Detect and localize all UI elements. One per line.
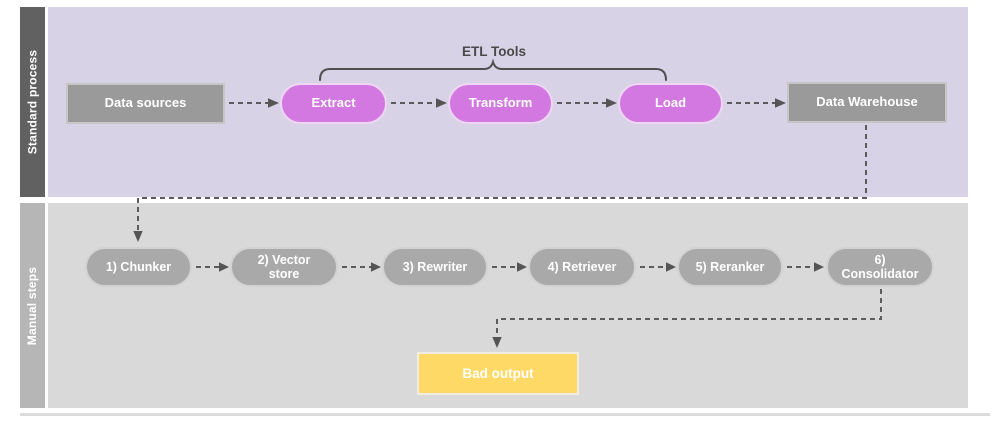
node-load: Load (618, 83, 723, 124)
node-extract-label: Extract (311, 95, 356, 111)
node-data-sources: Data sources (66, 83, 225, 124)
bottom-divider-line (20, 413, 990, 416)
node-retriever-label: 4) Retriever (547, 259, 617, 274)
node-bad-output-label: Bad output (462, 365, 534, 381)
node-chunker: 1) Chunker (85, 247, 192, 287)
node-bad-output: Bad output (417, 352, 579, 395)
node-transform-label: Transform (468, 95, 533, 111)
node-rewriter-label: 3) Rewriter (402, 259, 468, 274)
lane-label-standard-process: Standard process (20, 7, 45, 197)
node-extract: Extract (280, 83, 387, 124)
node-consolidator-label: 6) Consolidator (841, 252, 919, 281)
node-data-sources-label: Data sources (104, 95, 187, 111)
node-load-label: Load (654, 95, 687, 111)
node-data-warehouse-label: Data Warehouse (816, 94, 918, 110)
node-reranker: 5) Reranker (677, 247, 783, 287)
lane-label-manual-steps-text: Manual steps (25, 266, 40, 345)
node-data-warehouse: Data Warehouse (787, 82, 947, 123)
node-retriever: 4) Retriever (528, 247, 636, 287)
node-rewriter: 3) Rewriter (382, 247, 488, 287)
node-chunker-label: 1) Chunker (105, 259, 172, 274)
etl-tools-label: ETL Tools (462, 44, 526, 59)
node-vector-store: 2) Vector store (230, 247, 338, 287)
lane-label-manual-steps: Manual steps (20, 203, 45, 408)
node-consolidator: 6) Consolidator (826, 247, 934, 287)
node-reranker-label: 5) Reranker (695, 259, 765, 274)
node-transform: Transform (448, 83, 553, 124)
lane-label-standard-process-text: Standard process (25, 49, 40, 155)
node-vector-store-label: 2) Vector store (257, 252, 311, 281)
